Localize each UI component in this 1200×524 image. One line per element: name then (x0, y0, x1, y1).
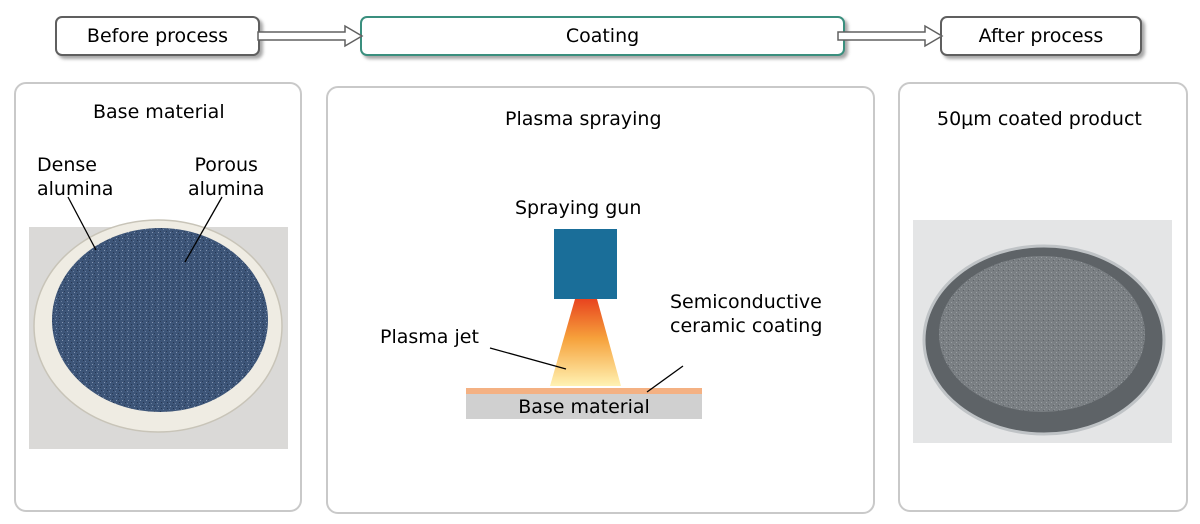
base-material-layer-label: Base material (518, 396, 650, 418)
step-after-process-label: After process (978, 25, 1104, 47)
plasma-jet (550, 299, 621, 386)
panel-coating (326, 86, 875, 514)
flow-arrow-2 (837, 24, 944, 48)
dense-alumina-label: Dense alumina (37, 154, 114, 200)
base-material-title: Base material (93, 101, 225, 123)
plasma-jet-label: Plasma jet (380, 326, 479, 348)
spraying-gun-label: Spraying gun (515, 197, 642, 219)
step-before-process: Before process (55, 16, 260, 56)
semiconductive-coating-label: Semiconductive ceramic coating (670, 291, 823, 337)
flow-arrow-1 (257, 24, 364, 48)
coating-pointer (646, 365, 684, 393)
coated-disc-surface (939, 256, 1145, 412)
porous-alumina-pointer (184, 196, 223, 263)
spraying-gun (554, 229, 617, 299)
step-before-process-label: Before process (86, 25, 229, 47)
step-after-process: After process (940, 16, 1142, 56)
porous-alumina-disc (52, 228, 268, 412)
dense-alumina-pointer (67, 196, 97, 251)
plasma-jet-pointer (489, 347, 567, 370)
coated-product-title: 50μm coated product (937, 108, 1142, 130)
plasma-spraying-title: Plasma spraying (505, 108, 662, 130)
coating-layer (466, 388, 702, 394)
step-coating-label: Coating (565, 25, 640, 47)
base-material-layer (466, 393, 702, 419)
porous-alumina-label: Porous alumina (188, 154, 265, 200)
